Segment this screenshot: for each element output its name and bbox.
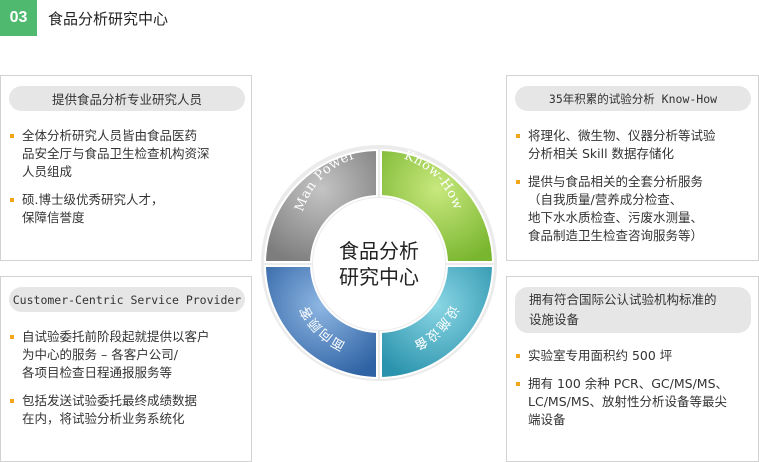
panel-staff-title: 提供食品分析专业研究人员: [9, 86, 245, 111]
list-item: 将理化、微生物、仪器分析等试验 分析相关 Skill 数据存储化: [514, 127, 759, 163]
panel-knowhow-list: 将理化、微生物、仪器分析等试验 分析相关 Skill 数据存储化 提供与食品相关…: [514, 127, 759, 255]
panel-facility-title: 拥有符合国际公认试验机构标准的 设施设备: [515, 287, 751, 333]
list-item: 硕.博士级优秀研究人才， 保障信誉度: [8, 191, 248, 227]
segment-facility: [380, 265, 495, 380]
bullet-icon: [10, 399, 14, 403]
list-item: 实验室专用面积约 500 坪: [514, 347, 759, 365]
panel-customer-list: 自试验委托前阶段起就提供以客户 为中心的服务 – 各客户公司/ 各项目检查日程通…: [8, 328, 248, 438]
panel-staff-list: 全体分析研究人员皆由食品医药 品安全厅与食品卫生检查机构资深 人员组成 硕.博士…: [8, 127, 248, 237]
segment-know-how: [380, 148, 495, 263]
bullet-icon: [10, 335, 14, 339]
bullet-icon: [516, 382, 520, 386]
list-item: 包括发送试验委托最终成绩数据 在内，将试验分析业务系统化: [8, 392, 248, 428]
section-number-badge: 03: [0, 0, 37, 36]
panel-customer-title: Customer-Centric Service Provider: [9, 287, 245, 312]
bullet-icon: [516, 354, 520, 358]
bullet-icon: [10, 198, 14, 202]
center-circle: [313, 198, 445, 330]
list-item: 全体分析研究人员皆由食品医药 品安全厅与食品卫生检查机构资深 人员组成: [8, 127, 248, 181]
bullet-icon: [10, 134, 14, 138]
section-title: 食品分析研究中心: [48, 10, 169, 28]
list-item: 拥有 100 余种 PCR、GC/MS/MS、 LC/MS/MS、放射性分析设备…: [514, 375, 759, 429]
panel-knowhow-title: 35年积累的试验分析 Know-How: [515, 86, 751, 111]
center-text-line2: 研究中心: [339, 265, 419, 289]
list-item: 自试验委托前阶段起就提供以客户 为中心的服务 – 各客户公司/ 各项目检查日程通…: [8, 328, 248, 382]
segment-customer: [263, 265, 378, 380]
segment-man-power: [263, 148, 378, 263]
bullet-icon: [516, 180, 520, 184]
panel-facility-list: 实验室专用面积约 500 坪 拥有 100 余种 PCR、GC/MS/MS、 L…: [514, 347, 759, 439]
list-item: 提供与食品相关的全套分析服务 （自我质量/营养成分检查、 地下水水质检查、污废水…: [514, 173, 759, 245]
center-text-line1: 食品分析: [339, 239, 419, 263]
bullet-icon: [516, 134, 520, 138]
